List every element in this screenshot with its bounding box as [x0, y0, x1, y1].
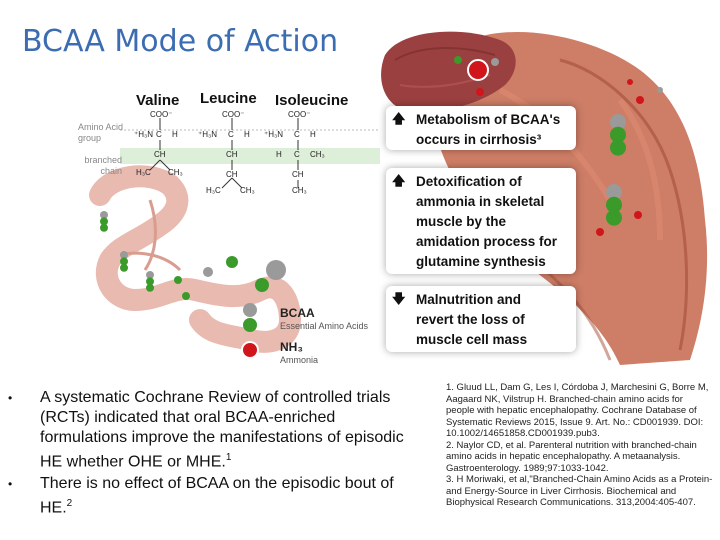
bcaa-particle	[100, 211, 108, 219]
bcaa-particle	[174, 276, 182, 284]
infobox-malnutrition: 🡇 Malnutrition and revert the loss of mu…	[386, 286, 576, 352]
bcaa-particle	[606, 196, 622, 213]
legend-bcaa-sub: Essential Amino Acids	[280, 321, 369, 331]
bcaa-particle	[610, 139, 626, 156]
isoleucine-h: H	[310, 130, 316, 139]
bullet-text: A systematic Cochrane Review of controll…	[40, 389, 404, 471]
bullet-dot: •	[8, 477, 13, 492]
bullet-text: There is no effect of BCAA on the episod…	[40, 475, 394, 517]
ammonia-particle	[634, 211, 642, 219]
isoleucine-h2: H	[276, 150, 282, 159]
legend-nh3-sub: Ammonia	[280, 355, 319, 365]
bcaa-particle	[610, 126, 626, 143]
bullet-dot: •	[8, 391, 13, 405]
isoleucine-ch3: CH₃	[310, 150, 325, 159]
bcaa-particle	[606, 209, 622, 226]
legend-bcaa-icon	[243, 318, 257, 332]
amino-acid-valine: Valine	[136, 92, 180, 109]
branched-chain-band	[120, 148, 380, 164]
amino-acid-group-label: Amino Acid group	[78, 122, 124, 143]
bcaa-particle	[657, 87, 663, 93]
valine-h3c: H₃C	[136, 168, 151, 177]
leucine-c: C	[228, 130, 234, 139]
slide-title: BCAA Mode of Action	[22, 24, 339, 59]
isoleucine-ch: CH	[292, 170, 304, 179]
bcaa-particle	[146, 277, 154, 286]
up-arrow-icon: 🡅	[392, 111, 406, 126]
bcaa-particle	[120, 251, 128, 259]
bcaa-particle	[120, 257, 128, 266]
valine-ch3: CH₃	[168, 168, 183, 177]
isoleucine-ch3b: CH₃	[292, 186, 307, 195]
isoleucine-h3n: ⁺H₃N	[264, 130, 284, 139]
infobox-metabolism: 🡅 Metabolism of BCAA's occurs in cirrhos…	[386, 106, 576, 150]
bullet-list: • A systematic Cochrane Review of contro…	[0, 388, 430, 519]
bcaa-particle	[100, 217, 108, 226]
bullet-item: • There is no effect of BCAA on the epis…	[0, 474, 430, 518]
reference-1: 1. Gluud LL, Dam G, Les I, Córdoba J, Ma…	[446, 382, 709, 439]
bcaa-particle	[491, 58, 499, 66]
legend-nh3-label: NH₃	[280, 340, 303, 354]
isoleucine-c2: C	[294, 150, 300, 159]
legend-nh3-icon	[241, 341, 259, 359]
bcaa-particle	[146, 271, 154, 279]
amino-acid-isoleucine: Isoleucine	[275, 92, 349, 109]
ammonia-particle	[636, 96, 644, 104]
isoleucine-c: C	[294, 130, 300, 139]
ammonia-particle	[467, 59, 489, 81]
amino-acid-leucine: Leucine	[200, 90, 257, 107]
bcaa-particle	[266, 260, 286, 280]
valine-h: H	[172, 130, 178, 139]
bullet-citation: 2	[66, 498, 73, 510]
leucine-h: H	[244, 130, 250, 139]
leucine-ch3: CH₃	[240, 186, 255, 195]
leucine-h3c: H₃C	[206, 186, 221, 195]
bcaa-particle	[226, 256, 238, 268]
branched-chain-label: branched chain	[84, 155, 122, 176]
leucine-ch: CH	[226, 170, 238, 179]
infobox-malnutrition-text: Malnutrition and revert the loss of musc…	[416, 292, 528, 347]
legend-bcaa-label: BCAA	[280, 306, 315, 320]
bcaa-particle	[182, 292, 190, 300]
infobox-metabolism-text: Metabolism of BCAA's occurs in cirrhosis…	[416, 112, 561, 147]
bullet-citation: 1	[225, 452, 232, 463]
leucine-ch2: CH	[226, 150, 238, 159]
isoleucine-coo: COO⁻	[288, 110, 311, 119]
references: 1. Gluud LL, Dam G, Les I, Córdoba J, Ma…	[446, 382, 714, 509]
leucine-h3n: ⁺H₃N	[198, 130, 218, 139]
infobox-detoxification: 🡅 Detoxification of ammonia in skeletal …	[386, 168, 576, 274]
intestine-figure	[89, 165, 302, 353]
bcaa-particle	[100, 223, 108, 232]
bcaa-particle	[610, 114, 626, 130]
reference-3: 3. H Moriwaki, et al,"Branched-Chain Ami…	[446, 474, 713, 508]
bcaa-particles	[100, 56, 663, 359]
reference-2: 2. Naylor CD, et al. Parenteral nutritio…	[446, 439, 697, 474]
bcaa-particle	[203, 267, 213, 277]
ammonia-particle	[627, 79, 633, 85]
infobox-detoxification-text: Detoxification of ammonia in skeletal mu…	[416, 174, 558, 269]
ammonia-particle	[596, 228, 604, 236]
ammonia-particle	[476, 88, 484, 96]
up-arrow-icon: 🡅	[392, 173, 406, 188]
valine-h3n: ⁺H₃N	[134, 130, 154, 139]
legend-bcaa-icon	[243, 303, 257, 317]
down-arrow-icon: 🡇	[392, 291, 406, 306]
bcaa-particle	[255, 278, 269, 292]
bcaa-particle	[454, 56, 462, 64]
valine-coo: COO⁻	[150, 110, 173, 119]
bullet-item: • A systematic Cochrane Review of contro…	[0, 388, 430, 472]
bcaa-particle	[606, 184, 622, 200]
valine-c: C	[156, 130, 162, 139]
bcaa-particle	[146, 283, 154, 292]
valine-ch: CH	[154, 150, 166, 159]
formula-bonds	[149, 118, 299, 189]
leucine-coo: COO⁻	[222, 110, 245, 119]
bcaa-particle	[120, 263, 128, 272]
